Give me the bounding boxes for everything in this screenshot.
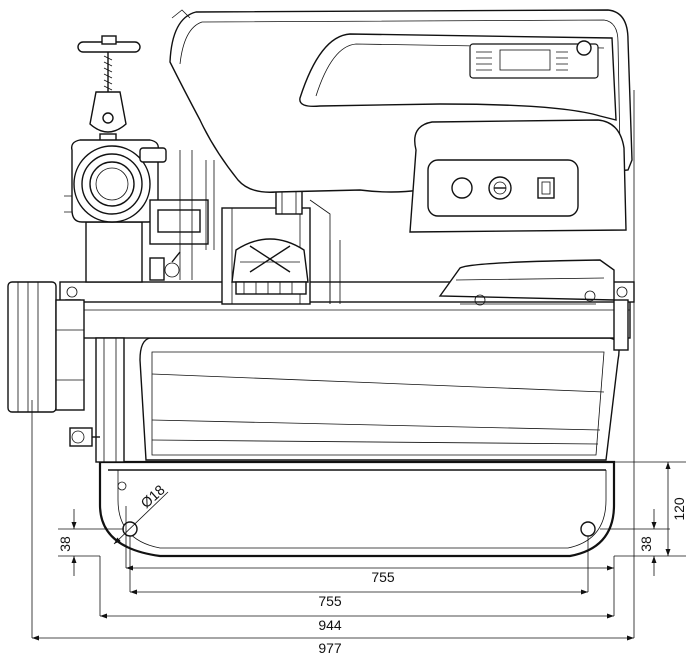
pump-column (69, 221, 143, 463)
valve-wheel (77, 35, 141, 147)
round-button (451, 177, 473, 199)
dim-base-height: 120 (671, 497, 687, 521)
left-flange (7, 281, 85, 413)
dim-inner-width: 755 (371, 569, 395, 585)
control-panel-display (469, 43, 599, 79)
outlet-coupling (64, 139, 167, 223)
dim-hole-diameter: Ø18 (137, 481, 168, 511)
dim-hole-spacing: 755 (318, 593, 342, 609)
base-skid (98, 460, 616, 558)
right-mechanics (329, 240, 615, 306)
rocker-switch (537, 177, 555, 199)
dimension-lines (31, 90, 686, 641)
dim-frame-width: 944 (318, 617, 342, 633)
dim-overall-width: 977 (318, 640, 342, 656)
mount-hole-right (580, 521, 596, 537)
lower-tank (139, 337, 620, 461)
switch-panel (409, 119, 627, 233)
dim-hole-offset-left: 38 (57, 536, 73, 552)
display-knob (576, 40, 592, 56)
filler-cap (231, 238, 309, 295)
dim-hole-offset-right: 38 (638, 536, 654, 552)
